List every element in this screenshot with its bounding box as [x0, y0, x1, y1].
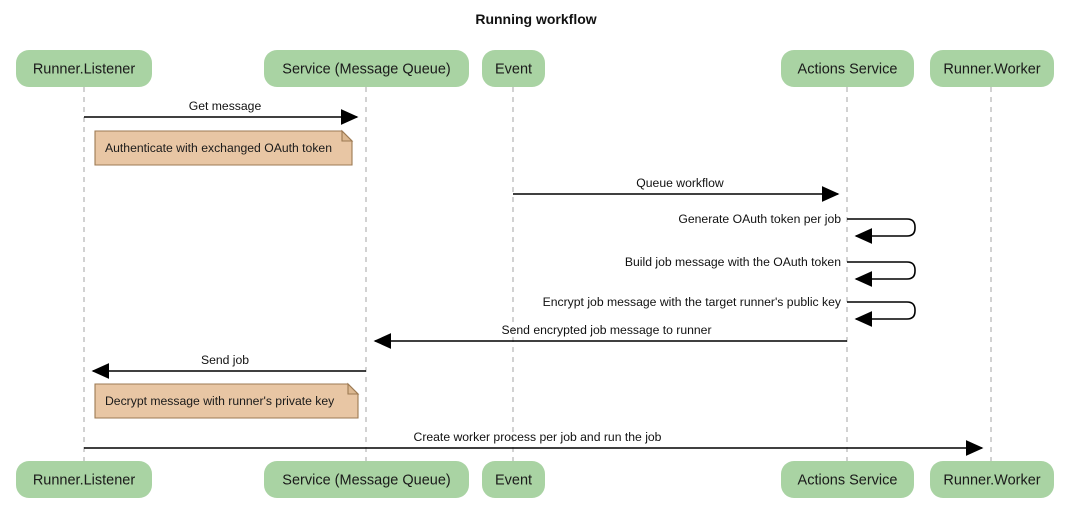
- note-fold-corner-icon: [341, 129, 354, 142]
- notes-layer: Authenticate with exchanged OAuth tokenD…: [94, 129, 360, 419]
- message-label: Send encrypted job message to runner: [501, 323, 711, 337]
- participant-label: Actions Service: [798, 61, 898, 77]
- message-label: Encrypt job message with the target runn…: [543, 295, 842, 309]
- message-label: Send job: [201, 353, 249, 367]
- participant-runner-worker-bottom[interactable]: Runner.Worker: [930, 461, 1054, 498]
- message-create-worker: Create worker process per job and run th…: [84, 430, 984, 456]
- participant-box: [264, 50, 469, 87]
- participant-label: Runner.Listener: [33, 61, 136, 77]
- diagram-title: Running workflow: [475, 11, 596, 27]
- participant-actions-service-top[interactable]: Actions Service: [781, 50, 914, 87]
- note-label: Decrypt message with runner's private ke…: [105, 394, 335, 408]
- participants-bottom: Runner.Listener Service (Message Queue) Ev…: [16, 461, 1054, 498]
- participant-label: Actions Service: [798, 472, 898, 488]
- participant-box: [16, 50, 152, 87]
- message-build-job-message: Build job message with the OAuth token: [625, 255, 916, 287]
- note-label: Authenticate with exchanged OAuth token: [105, 141, 332, 155]
- participant-box: [781, 461, 914, 498]
- participant-box: [16, 461, 152, 498]
- participant-box: [482, 50, 545, 87]
- participant-event-top[interactable]: Event: [482, 50, 545, 87]
- message-generate-token: Generate OAuth token per job: [678, 212, 916, 244]
- message-encrypt-job: Encrypt job message with the target runn…: [543, 295, 916, 327]
- message-send-job: Send job: [91, 353, 366, 379]
- message-label: Build job message with the OAuth token: [625, 255, 841, 269]
- message-queue-workflow: Queue workflow: [513, 176, 840, 202]
- participant-label: Runner.Worker: [943, 61, 1040, 77]
- participant-box: [930, 50, 1054, 87]
- participants-top: Runner.Listener Service (Message Queue) Ev…: [16, 50, 1054, 87]
- participant-box: [264, 461, 469, 498]
- self-message-arrow: [847, 301, 916, 327]
- participant-box: [482, 461, 545, 498]
- participant-label: Service (Message Queue): [282, 472, 450, 488]
- message-get-message: Get message: [84, 99, 359, 125]
- message-label: Create worker process per job and run th…: [414, 430, 662, 444]
- lifelines-layer: [83, 87, 992, 461]
- participant-label: Runner.Worker: [943, 472, 1040, 488]
- participant-runner-listener-bottom[interactable]: Runner.Listener: [16, 461, 152, 498]
- note-body: [94, 130, 353, 166]
- participant-box: [930, 461, 1054, 498]
- participant-label: Runner.Listener: [33, 472, 136, 488]
- participant-label: Event: [495, 61, 532, 77]
- note-body: [94, 383, 359, 419]
- message-label: Queue workflow: [636, 176, 724, 190]
- self-message-arrow: [847, 218, 916, 244]
- self-message-arrow: [847, 261, 916, 287]
- participant-event-bottom[interactable]: Event: [482, 461, 545, 498]
- note-decrypt: Decrypt message with runner's private ke…: [94, 382, 360, 419]
- participant-box: [781, 50, 914, 87]
- message-send-encrypted-job: Send encrypted job message to runner: [373, 323, 847, 349]
- note-authenticate: Authenticate with exchanged OAuth token: [94, 129, 354, 166]
- message-label: Generate OAuth token per job: [678, 212, 841, 226]
- participant-label: Service (Message Queue): [282, 61, 450, 77]
- participant-label: Event: [495, 472, 532, 488]
- participant-runner-listener-top[interactable]: Runner.Listener: [16, 50, 152, 87]
- message-label: Get message: [189, 99, 262, 113]
- participant-runner-worker-top[interactable]: Runner.Worker: [930, 50, 1054, 87]
- participant-actions-service-bottom[interactable]: Actions Service: [781, 461, 914, 498]
- note-fold-corner-icon: [347, 382, 360, 395]
- participant-service-mq-bottom[interactable]: Service (Message Queue): [264, 461, 469, 498]
- participant-service-mq-top[interactable]: Service (Message Queue): [264, 50, 469, 87]
